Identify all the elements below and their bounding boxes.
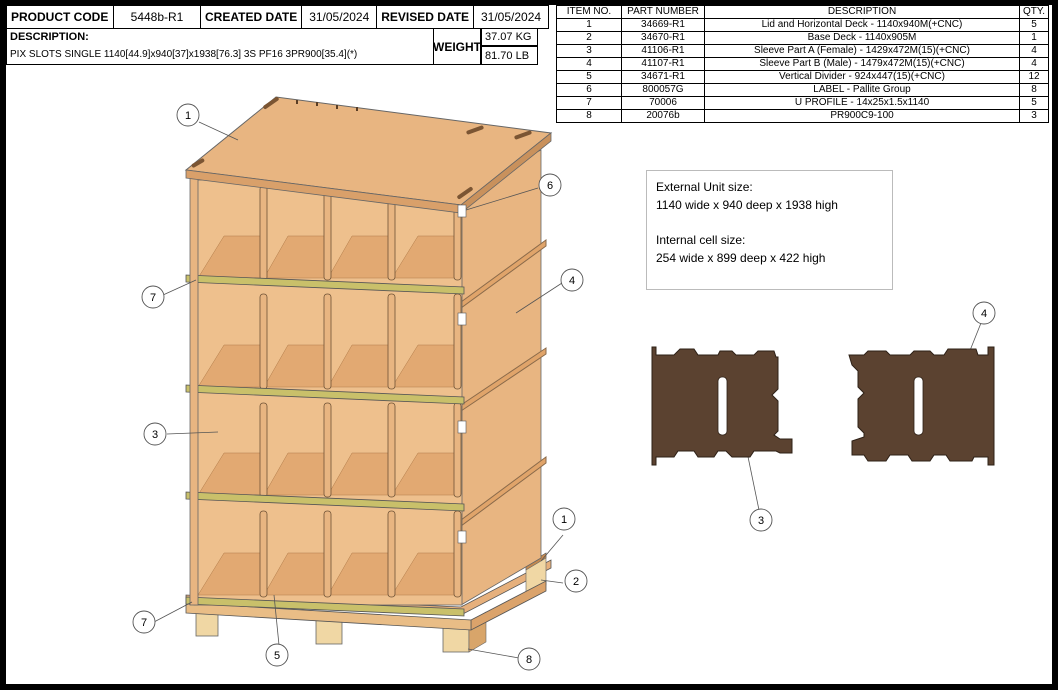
callout-number: 4 <box>981 308 987 320</box>
isometric-drawing: 1 6 4 7 3 1 2 7 5 8 4 3 <box>132 96 996 671</box>
size-info-box: External Unit size: 1140 wide x 940 deep… <box>646 170 893 290</box>
internal-size-title: Internal cell size: <box>656 233 746 247</box>
callout-c3-detail: 3 <box>749 508 773 532</box>
callout-c1-top: 1 <box>176 103 200 127</box>
cell-grid <box>197 185 462 598</box>
callout-number: 1 <box>185 110 191 122</box>
callout-c5: 5 <box>265 643 289 667</box>
detail-sleeve-part-b <box>848 346 995 466</box>
callout-number: 7 <box>150 292 156 304</box>
callout-number: 2 <box>573 576 579 588</box>
vertical-divider <box>259 510 268 598</box>
detail-sleeve-part-a <box>651 346 793 466</box>
internal-size-value: 254 wide x 899 deep x 422 high <box>656 251 826 265</box>
vertical-divider <box>387 510 396 598</box>
weight-lb: 81.70 LB <box>481 46 538 65</box>
title-block: PRODUCT CODE 5448b-R1 CREATED DATE 31/05… <box>6 5 550 29</box>
callout-c4-main: 4 <box>560 268 584 292</box>
vertical-divider <box>453 293 462 390</box>
bom-description: PR900C9-100 <box>704 109 1020 123</box>
weight-label: WEIGHT <box>433 28 481 65</box>
description-label: DESCRIPTION: <box>10 31 89 43</box>
u-profile-deck-edge <box>185 384 465 405</box>
callout-c3-main: 3 <box>143 422 167 446</box>
callout-number: 7 <box>141 617 147 629</box>
callout-c7-lower: 7 <box>132 610 156 634</box>
external-size-value: 1140 wide x 940 deep x 1938 high <box>656 198 838 212</box>
callout-number: 4 <box>569 275 575 287</box>
bom-qty: 3 <box>1018 109 1050 123</box>
callout-number: 8 <box>526 654 532 666</box>
u-profile-deck-edge <box>185 491 465 512</box>
weight-kg: 37.07 KG <box>481 28 538 46</box>
product-code: 5448b-R1 <box>113 5 201 29</box>
revised-date: 31/05/2024 <box>473 5 550 29</box>
side-wall-right <box>460 149 542 606</box>
vertical-divider <box>453 510 462 598</box>
pallite-labels <box>457 204 467 544</box>
u-profile-deck-edge <box>185 596 465 617</box>
vertical-divider <box>453 402 462 498</box>
vertical-divider <box>323 402 332 498</box>
drawing-sheet: PRODUCT CODE 5448b-R1 CREATED DATE 31/05… <box>6 5 1052 684</box>
vertical-divider <box>323 185 332 281</box>
callout-number: 1 <box>561 514 567 526</box>
callout-number: 5 <box>274 650 280 662</box>
callout-number: 3 <box>152 429 158 441</box>
description-box: DESCRIPTION: PIX SLOTS SINGLE 1140[44.9]… <box>6 28 433 65</box>
vertical-divider <box>323 293 332 390</box>
vertical-divider <box>259 185 268 281</box>
u-profile-deck-edge <box>185 274 465 295</box>
callout-number: 6 <box>547 180 553 192</box>
external-size-title: External Unit size: <box>656 180 753 194</box>
created-date: 31/05/2024 <box>301 5 378 29</box>
callout-c7-upper: 7 <box>141 285 165 309</box>
callout-number: 3 <box>758 515 764 527</box>
product-code-label: PRODUCT CODE <box>6 5 114 29</box>
vertical-divider <box>259 293 268 390</box>
callout-c2: 2 <box>564 569 588 593</box>
vertical-divider <box>323 510 332 598</box>
vertical-divider <box>387 293 396 390</box>
callout-c4-detail: 4 <box>972 301 996 325</box>
description-text: PIX SLOTS SINGLE 1140[44.9]x940[37]x1938… <box>10 49 358 60</box>
callout-c1-base: 1 <box>552 507 576 531</box>
callout-c8: 8 <box>517 647 541 671</box>
vertical-divider <box>259 402 268 498</box>
callout-c6: 6 <box>538 173 562 197</box>
vertical-divider <box>387 402 396 498</box>
